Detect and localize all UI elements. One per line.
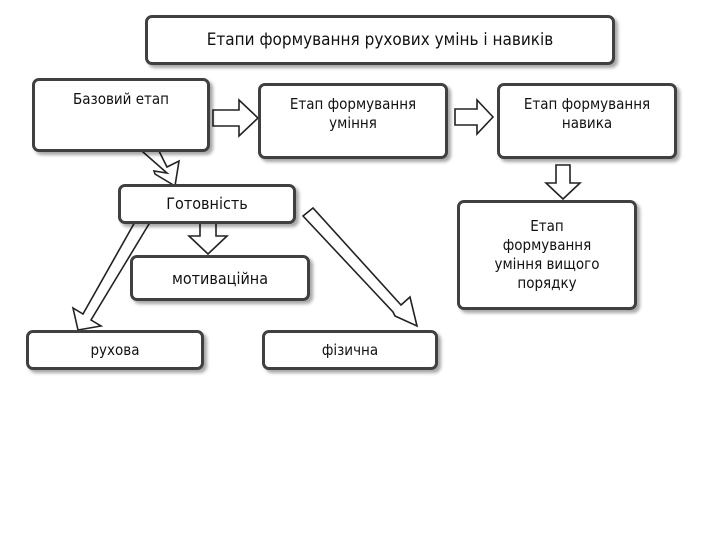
motor-box: рухова	[26, 330, 204, 370]
title-box: Етапи формування рухових умінь і навиків	[145, 15, 615, 65]
higher-stage-label: Етап формування уміння вищого порядку	[494, 217, 600, 292]
motor-label: рухова	[90, 340, 140, 359]
arrow-readiness-to-motivational	[186, 220, 230, 256]
readiness-box: Готовність	[118, 184, 296, 224]
motivational-label: мотиваційна	[171, 268, 269, 288]
readiness-label: Готовність	[166, 194, 248, 213]
base-stage-label: Базовий етап	[73, 90, 169, 108]
base-stage-box: Базовий етап	[32, 78, 210, 152]
arrow-readiness-to-motor	[71, 211, 154, 331]
skill-stage-label: Етап формування уміння	[289, 95, 417, 132]
habit-stage-label: Етап формування навика	[523, 95, 651, 132]
diagram-title: Етапи формування рухових умінь і навиків	[206, 29, 554, 50]
motivational-box: мотиваційна	[130, 255, 310, 301]
arrow-base-to-skill	[212, 98, 260, 138]
arrow-readiness-to-physical	[301, 206, 419, 328]
habit-stage-box: Етап формування навика	[497, 83, 677, 159]
arrow-habit-to-higher	[543, 164, 583, 201]
skill-stage-box: Етап формування уміння	[258, 83, 448, 159]
higher-stage-box: Етап формування уміння вищого порядку	[457, 200, 637, 310]
physical-label: фізична	[321, 340, 379, 359]
physical-box: фізична	[262, 330, 438, 370]
arrow-skill-to-habit	[454, 97, 495, 137]
